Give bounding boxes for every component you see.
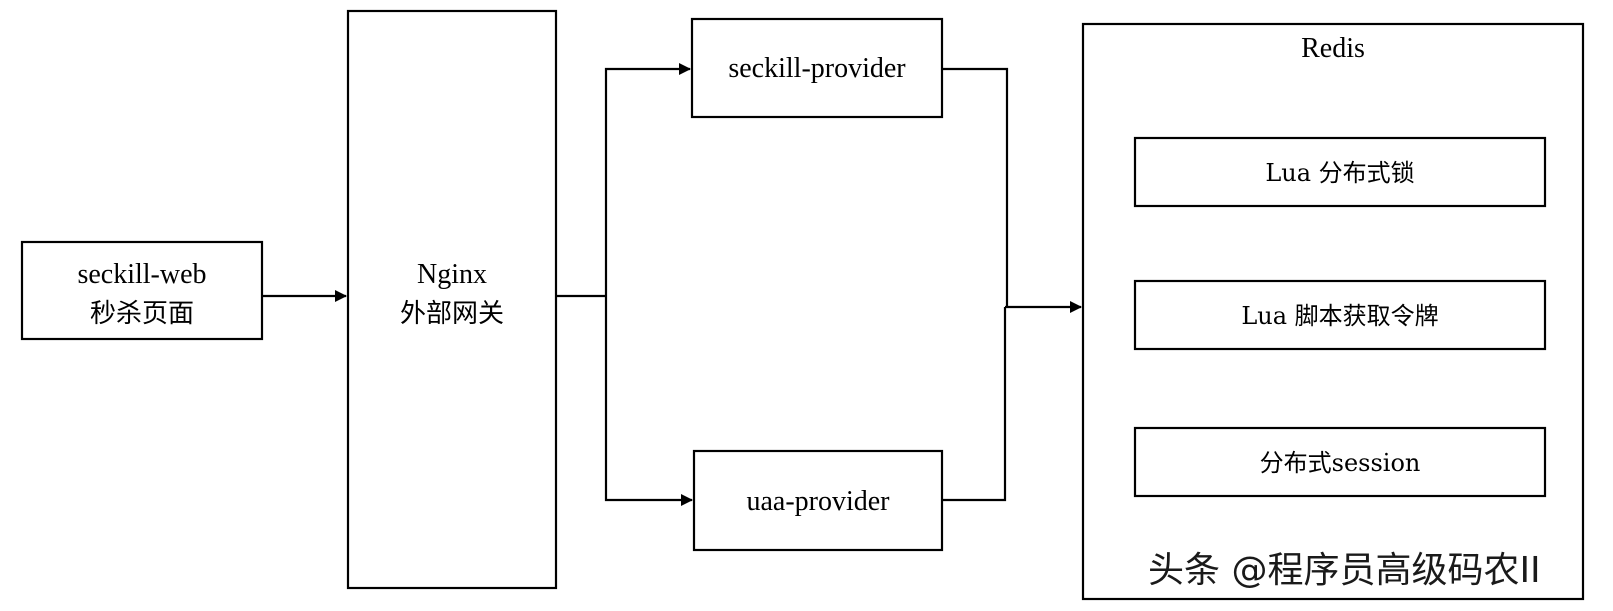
redis-item-lua-token-label: Lua 脚本获取令牌 bbox=[1241, 302, 1438, 330]
external-gateway-label: 外部网关 bbox=[400, 299, 504, 329]
uaa-provider-label: uaa-provider bbox=[746, 486, 890, 517]
redis-item-lua-lock-label: Lua 分布式锁 bbox=[1265, 159, 1414, 187]
redis-item-session-label: 分布式session bbox=[1260, 449, 1421, 477]
seckill-web-label: seckill-web bbox=[77, 259, 206, 290]
seckill-provider-to-redis-line bbox=[942, 67, 1009, 307]
gateway-to-uaa-provider-arrow bbox=[604, 296, 693, 506]
redis-title: Redis bbox=[1301, 33, 1365, 64]
gateway-to-seckill-provider-arrow bbox=[604, 63, 691, 296]
uaa-provider-node: uaa-provider bbox=[692, 449, 944, 552]
redis-item-session bbox=[1133, 426, 1547, 498]
seckill-provider-label: seckill-provider bbox=[728, 53, 906, 84]
redis-item-lua-lock bbox=[1133, 136, 1547, 208]
uaa-provider-to-redis-line bbox=[942, 307, 1007, 502]
seckill-provider-node: seckill-provider bbox=[690, 17, 944, 119]
watermark-text: 头条 @程序员高级码农II bbox=[1148, 550, 1541, 591]
redis-node: Redis Lua 分布式锁 Lua 脚本获取令牌 分布式session bbox=[1081, 22, 1585, 601]
seckill-web-node: seckill-web 秒杀页面 bbox=[20, 240, 264, 341]
nginx-label: Nginx bbox=[417, 259, 487, 290]
redis-item-lua-token bbox=[1133, 279, 1547, 351]
seckill-page-label: 秒杀页面 bbox=[90, 299, 194, 329]
nginx-gateway-node: Nginx 外部网关 bbox=[346, 9, 558, 590]
